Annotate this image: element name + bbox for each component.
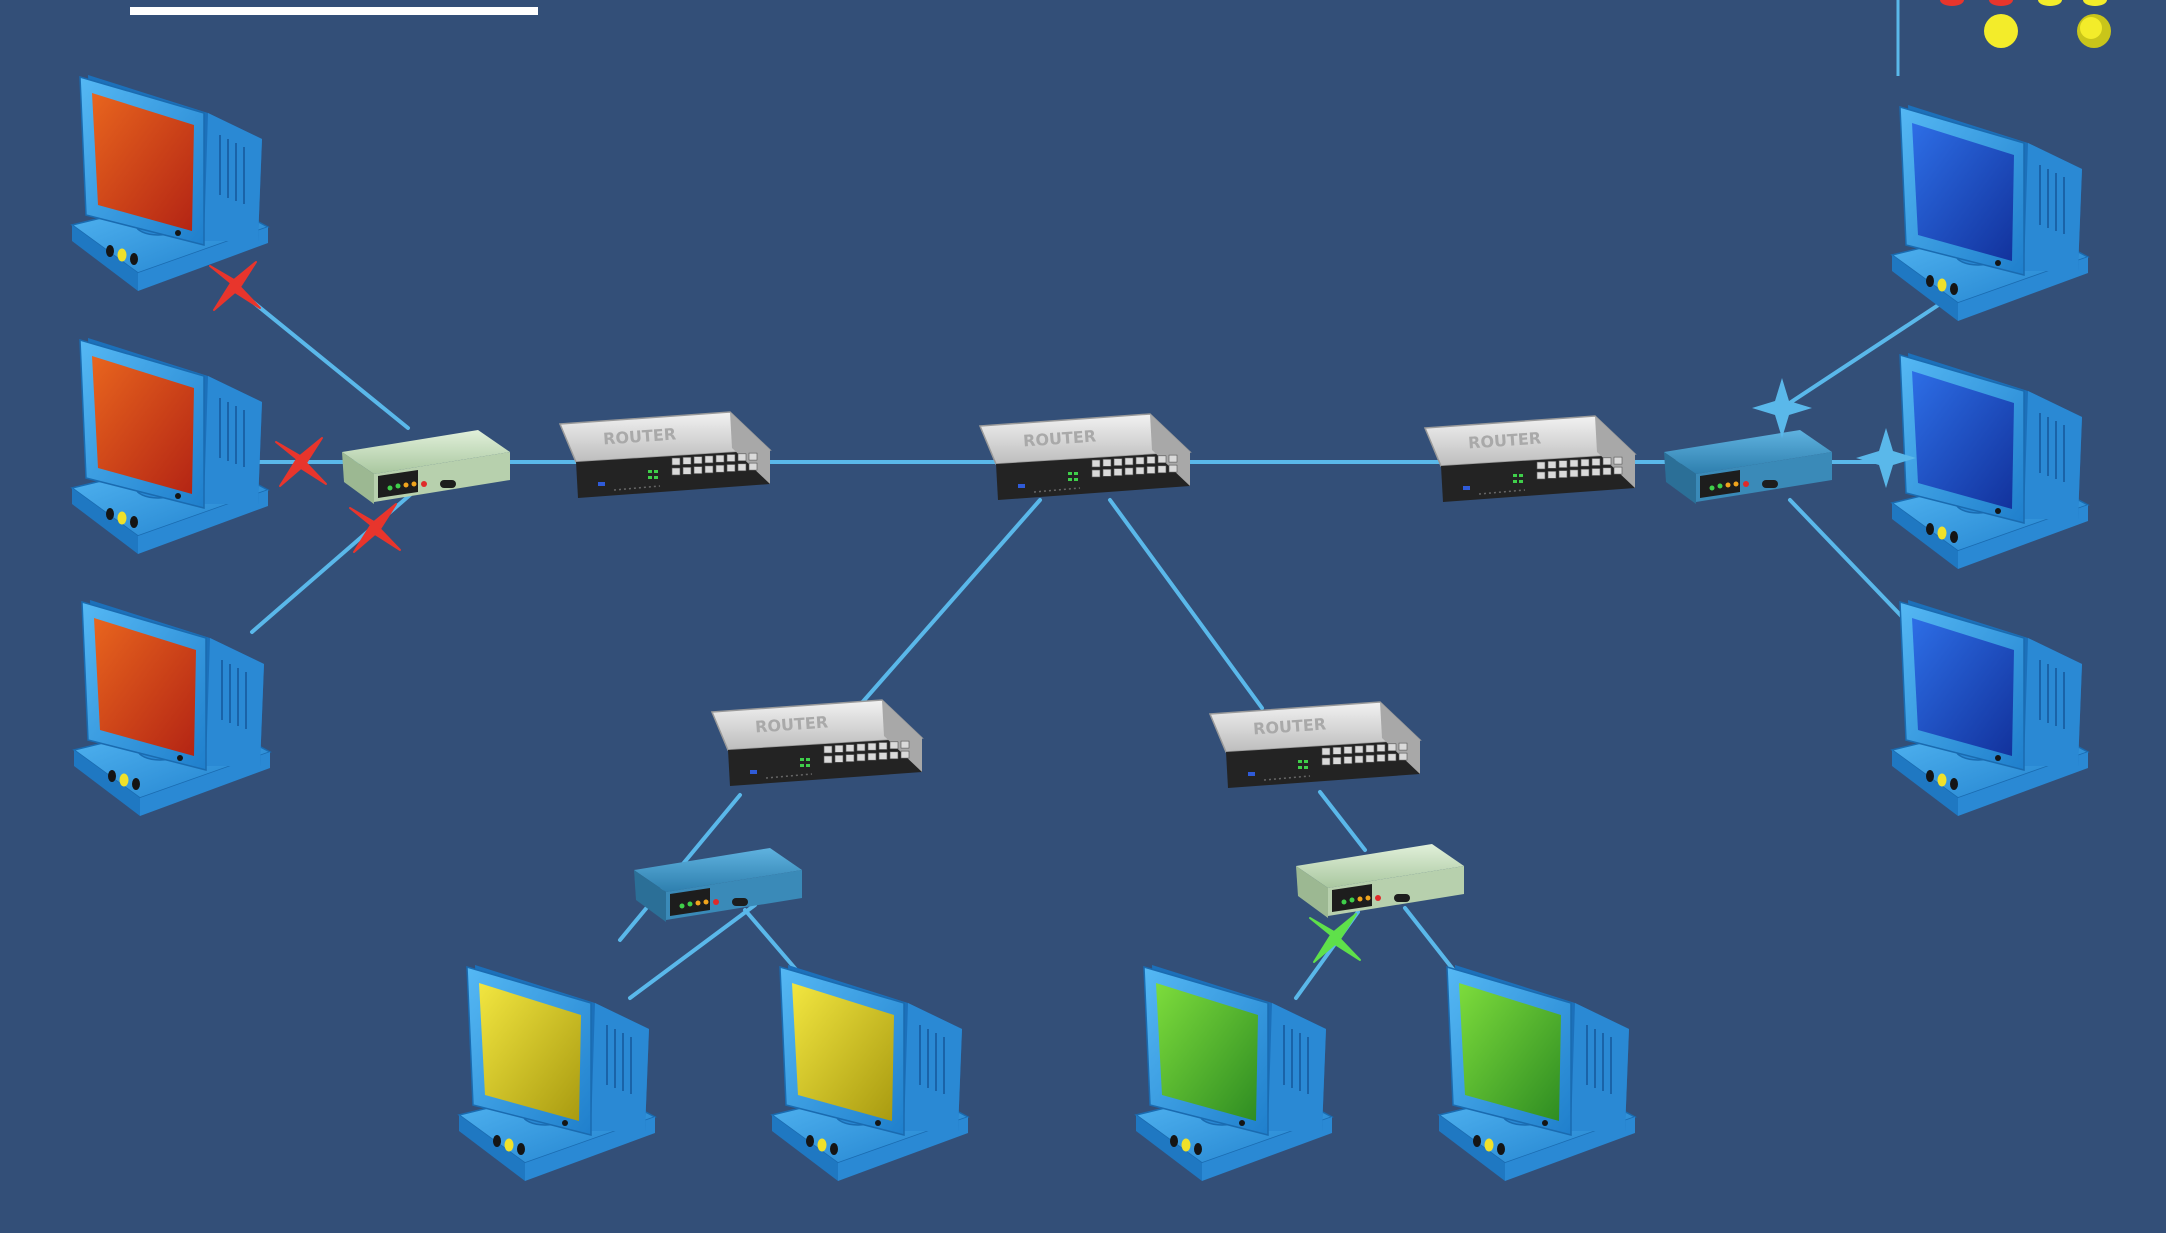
computer-pc-right-3[interactable] (1890, 600, 2090, 816)
progress-bar (130, 7, 538, 15)
computer-pc-bottom-1[interactable] (457, 965, 657, 1181)
router-r-bottom-left[interactable]: ROUTER (710, 699, 924, 786)
screen-red (94, 618, 196, 756)
switch-sw-bottom-right[interactable] (1296, 844, 1464, 918)
link-13 (230, 283, 410, 430)
screen-blue (1912, 618, 2014, 756)
devices-layer: ROUTER ROUTER ROUTER ROUTER ROUTER (70, 75, 2090, 1181)
star-marker-star-right-1 (1752, 378, 1812, 438)
link-16 (1780, 294, 1954, 410)
link-5 (858, 498, 1042, 707)
switch-sw-left[interactable] (342, 430, 510, 504)
link-18 (1788, 498, 1912, 627)
screen-green (1459, 983, 1561, 1121)
screen-blue (1912, 371, 2014, 509)
network-links (230, 283, 1954, 1000)
x-marker-x-left-3 (349, 503, 401, 553)
router-r-bottom-right[interactable]: ROUTER (1208, 701, 1422, 788)
computer-pc-left-2[interactable] (70, 338, 270, 554)
screen-red (92, 93, 194, 231)
corner-dots (1940, 0, 2111, 48)
router-r-left[interactable]: ROUTER (558, 411, 772, 498)
x-marker-x-left-1 (209, 261, 261, 311)
x-marker-x-left-2 (275, 437, 327, 487)
router-r-right[interactable]: ROUTER (1423, 415, 1637, 502)
computer-pc-bottom-4[interactable] (1437, 965, 1637, 1181)
screen-yellow (479, 983, 581, 1121)
router-r-center[interactable]: ROUTER (978, 413, 1192, 500)
link-8 (628, 903, 757, 1000)
computer-pc-left-3[interactable] (72, 600, 272, 816)
screen-yellow (792, 983, 894, 1121)
screen-red (92, 356, 194, 494)
switch-sw-bottom-left[interactable] (634, 848, 802, 922)
switch-sw-right[interactable] (1664, 430, 1832, 504)
link-6 (1108, 498, 1264, 710)
markers-layer (209, 261, 1916, 963)
computer-pc-bottom-2[interactable] (770, 965, 970, 1181)
computer-pc-right-1[interactable] (1890, 105, 2090, 321)
computer-pc-left-1[interactable] (70, 75, 270, 291)
screen-green (1156, 983, 1258, 1121)
screen-blue (1912, 123, 2014, 261)
star-marker-star-right-2 (1856, 428, 1916, 488)
computer-pc-bottom-3[interactable] (1134, 965, 1334, 1181)
computer-pc-right-2[interactable] (1890, 353, 2090, 569)
x-marker-x-bottom (1309, 913, 1361, 963)
link-10 (1318, 790, 1367, 852)
